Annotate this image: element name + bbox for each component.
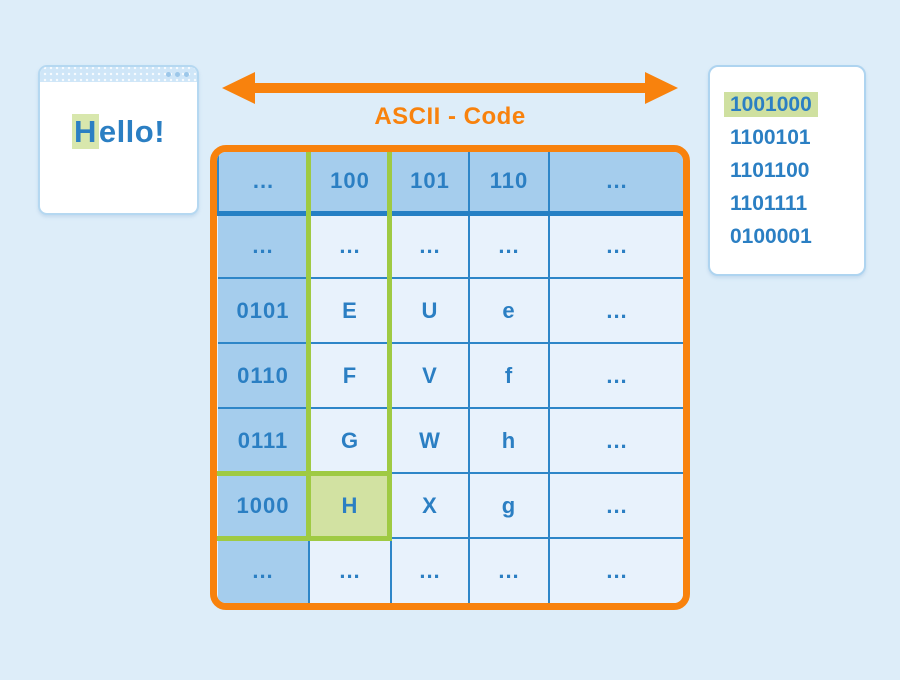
table-cell: ...: [468, 212, 550, 279]
table-cell: V: [390, 342, 470, 409]
table-cell: ...: [548, 537, 683, 603]
ascii-table-inner: ... 100 101 110 ... ... ... ... ... ...: [217, 152, 683, 603]
table-cell: e: [468, 277, 550, 344]
table-cell: f: [468, 342, 550, 409]
table-cell: ...: [548, 472, 683, 539]
table-row: 0101 E U e ...: [218, 277, 683, 344]
column-header-cell: ...: [548, 152, 683, 216]
column-header-cell: ...: [217, 152, 310, 216]
table-cell: G: [308, 407, 392, 474]
ascii-code-label: ASCII - Code: [374, 103, 526, 130]
binary-code: 0100001: [730, 225, 812, 248]
row-header-cell: ...: [218, 537, 310, 603]
text-editor-window: Hello!: [38, 65, 199, 215]
table-cell: W: [390, 407, 470, 474]
row-header-cell: 0101: [218, 277, 310, 344]
binary-code-highlighted: 1001000: [724, 88, 864, 121]
highlighted-letter: H: [71, 114, 99, 149]
table-cell: F: [308, 342, 392, 409]
table-cell: E: [308, 277, 392, 344]
ascii-table: ... 100 101 110 ... ... ... ... ... ...: [217, 152, 683, 603]
table-row: 0111 G W h ...: [218, 407, 683, 474]
row-header-cell: 0110: [218, 342, 310, 409]
table-cell: ...: [548, 407, 683, 474]
column-header-cell-highlighted: 100: [308, 152, 392, 216]
table-cell: h: [468, 407, 550, 474]
table-cell: ...: [390, 537, 470, 603]
column-header-cell: 101: [390, 152, 470, 216]
table-cell: ...: [308, 212, 392, 279]
arrow-left-head: [222, 72, 255, 104]
binary-output-panel: 1001000 1100101 1101100 1101111 0100001: [708, 65, 866, 276]
arrow-right-head: [645, 72, 678, 104]
arrow-shaft: [250, 83, 650, 93]
window-controls-dots: [166, 72, 189, 77]
table-row: ... ... ... ... ...: [218, 212, 683, 279]
ascii-table-frame: ... 100 101 110 ... ... ... ... ... ...: [210, 145, 690, 610]
table-cell: ...: [468, 537, 550, 603]
highlighted-table-cell: H: [308, 472, 392, 539]
row-header-cell: ...: [218, 212, 310, 279]
hello-text-rest: ello!: [98, 114, 166, 149]
table-header-row: ... 100 101 110 ...: [217, 152, 683, 216]
window-dot-icon: [175, 72, 180, 77]
row-header-cell: 0111: [218, 407, 310, 474]
binary-code: 1100101: [730, 126, 811, 149]
table-cell: ...: [548, 277, 683, 344]
binary-code: 1101100: [730, 159, 810, 182]
table-cell: ...: [548, 342, 683, 409]
table-cell: ...: [308, 537, 392, 603]
column-header-cell: 110: [468, 152, 550, 216]
table-row-highlighted: 1000 H X g ...: [218, 472, 683, 539]
table-cell: X: [390, 472, 470, 539]
table-row: ... ... ... ... ...: [218, 537, 683, 603]
table-cell: ...: [390, 212, 470, 279]
table-cell: g: [468, 472, 550, 539]
highlighted-binary-code: 1001000: [724, 92, 818, 117]
table-row: 0110 F V f ...: [218, 342, 683, 409]
window-titlebar: [40, 67, 197, 82]
table-cell: ...: [548, 212, 683, 279]
window-dot-icon: [184, 72, 189, 77]
hello-text: Hello!: [40, 114, 197, 150]
window-dot-icon: [166, 72, 171, 77]
row-header-cell-highlighted: 1000: [218, 472, 310, 539]
double-arrow-icon: [222, 72, 678, 104]
binary-code: 1101111: [730, 192, 808, 215]
table-cell: U: [390, 277, 470, 344]
